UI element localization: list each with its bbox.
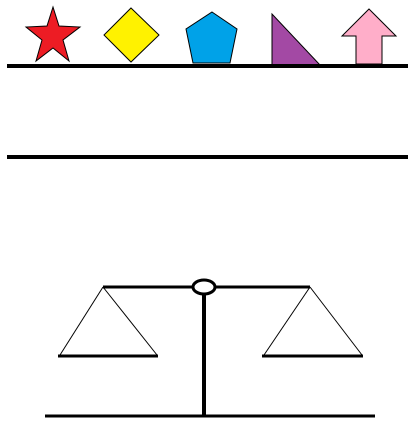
star-icon[interactable]	[24, 5, 82, 63]
balance-scale-icon	[45, 278, 375, 418]
left-scale-pan[interactable]	[58, 286, 158, 358]
triangle-icon[interactable]	[271, 12, 322, 66]
pentagon-icon[interactable]	[185, 11, 238, 64]
shape-tray	[24, 5, 398, 66]
scale-pivot	[191, 278, 217, 296]
arrow-up-icon[interactable]	[340, 8, 398, 65]
right-scale-pan[interactable]	[262, 286, 363, 358]
diamond-icon[interactable]	[103, 7, 160, 63]
